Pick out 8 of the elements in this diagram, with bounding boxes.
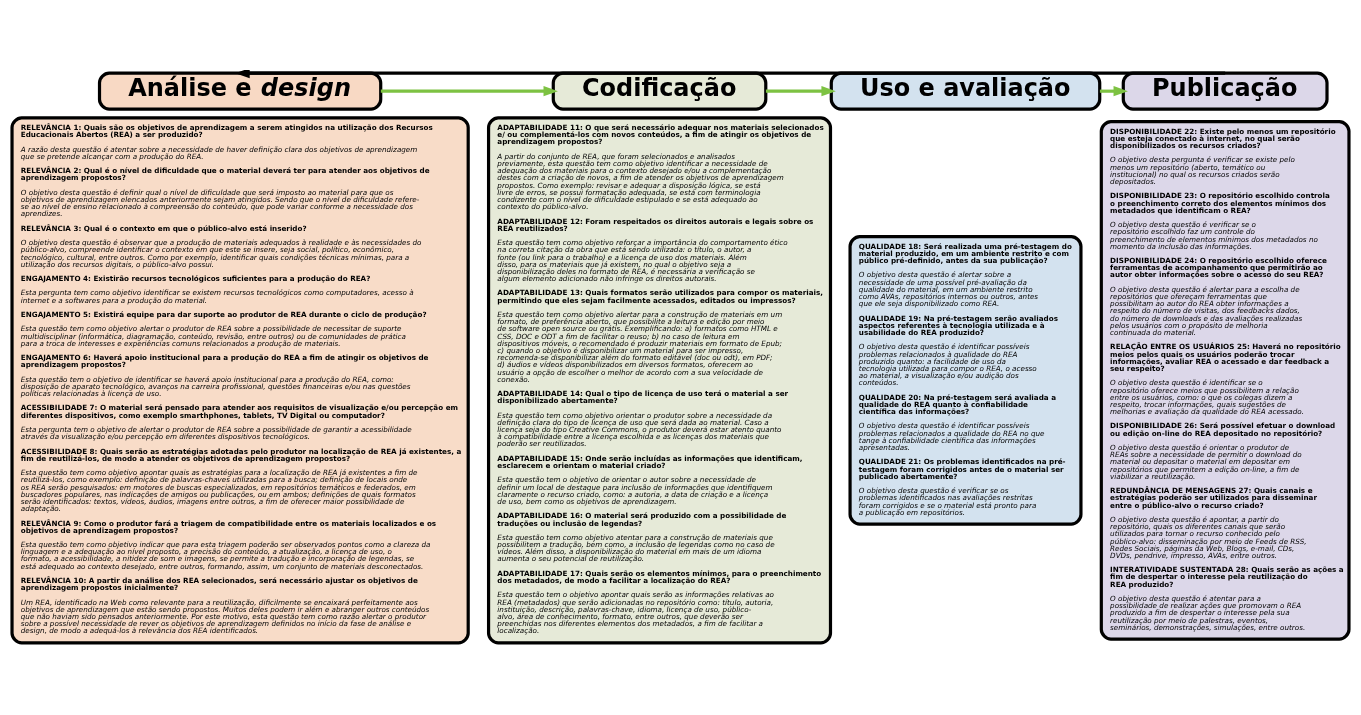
node-box: ADAPTABILIDADE 11: O que será necessário adequar nos materiais selecionados e/ ou complementá-los com novos conteúdos, a fim de atingir os objetivos de aprendizagem propostos? A partir do conjunto de REA, que foram selecionados e analisados previamente, esta questão tem como objetivo identificar a necessidade de adequação dos materiais para o contexto desejado e/ou a complementação destes com a criação de novos, a fim de atender os objetivos de aprendizagem propostos. Como exemplo: revisar e adequar a disposição lógica, se está livre de erros, se possui formatação adequada, se está com terminologia condizente com o nível de dificuldade estipulado e se está adequado ao contexto do público-alvo. ADAPTABILIDADE 12: Foram respeitados os direitos autorais e legais sobre os REA reutilizados? Esta questão tem como objetivo reforçar a importância do comportamento ético na correta citação da obra que está sendo utilizada: o título, o autor, a fonte (ou link para o trabalho) e a licença de uso dos materiais. Além disso, para os materiais que já existem, no qual o objetivo seja a disponibilização deles no formato de REA, é necessária a verificação se algum elemento adicionado não infringe os direitos autorais. ADAPTABILIDADE 13: Quais formatos serão utilizados para compor os materiais, permitindo que eles sejam facilmente acessados, editados ou impressos? Esta questão tem como objetivo alertar para a construção de materiais em um formato, de preferência aberto, que possibilite a leitura e edição por meio de software open source ou grátis. Exemplificando: a) formatos como HTML e CSS, DOC e ODT a fim de facilitar o reuso; b) no caso de leitura em dispositivos móveis, o recomendado é produzir materiais em formato de Epub; c) quando o objetivo é disponibilizar um material para ser impresso, recomenda-se disponibilizar além do formato editável (doc ou odt), em PDF; d) áudios e vídeos disponibilizados em diversos formatos, oferecem ao usuário a opção de escolher o melhor de acordo com a sua velocidade de conexão. ADAPTABILIDADE 14: Qual o tipo de licença de uso terá o material a ser disponibilizado abertamente? Esta questão tem como objetivo orientar o produtor sobre a necessidade da definição clara do tipo de licença de uso que será dada ao material. Caso a licença seja do tipo Creative Commons, o produtor deverá estar atento quanto à compatibilidade entre a licença escolhida e as licenças dos materiais que poderão ser reutilizados. ADAPTABILIDADE 15: Onde serão incluídas as informações que identificam, esclarecem e orientam o material criado? Esta questão tem o objetivo de orientar o autor sobre a necessidade de definir um local de destaque para inclusão de informações que identifiquem claramente o recurso criado, como: a autoria, a data de criação e a licença de uso, bem como os objetivos de aprendizagem. ADAPTABILIDADE 16: O material será produzido com a possibilidade de traduções ou inclusão de legendas? Esta questão tem como objetivo atentar para a construção de materiais que possibilitem a tradução, bem como, a inclusão de legendas como no caso de vídeos. Além disso, a disponibilização do material em mais de um idioma aumenta o seu potencial de reutilização. ADAPTABILIDADE 17: Quais serão os elementos mínimos, para o preenchimento dos metadados, de modo a facilitar a localização do REA? Esta questão tem o objetivo apontar quais serão as informações relativas ao REA (metadados) que serão adicionadas no repositório como: título, autoria, instituição, descrição, palavras-chave, idioma, licença de uso, público-alvo, área de conhecimento, formato, entre outros, que deverão ser preenchidas nos diferentes elementos dos metadados, a fim de facilitar a localização.: [486, 115, 833, 644]
arrow: [235, 69, 1226, 78]
node-box: DISPONIBILIDADE 22: Existe pelo menos um repositório que esteja conectado à internet, no qual serão disponibilizados os recursos criados? O objetivo desta pergunta é verificar se existe pelo menos um repositório (aberto, temático ou institucional) no qual os recursos criados serão depositados. DISPONIBILIDADE 23: O repositório escolhido controla o preenchimento correto dos elementos mínimos dos metadados que identificam o REA? O objetivo desta questão é verificar se o repositório escolhido faz um controle do preenchimento de elementos mínimos dos metadados no momento da inclusão das informações. DISPONIBILIDADE 24: O repositório escolhido oferece ferramentas de acompanhamento que permitirão ao autor obter informações sobre o acesso do seu REA? O objetivo desta questão é alertar para a escolha de repositórios que ofereçam ferramentas que possibilitam ao autor do REA obter informações a respeito do número de visitas, dos feedbacks dados, do número de downloads e das avaliações realizadas pelos usuários com o propósito de melhoria continuada do material. RELAÇÃO ENTRE OS USUÁRIOS 25: Haverá no repositório meios pelos quais os usuários poderão trocar informações, avaliar REA o acessado e dar feedback a seu respeito? O objetivo desta questão é identificar se o repositório oferece meios que possibilitem a relação entre os usuários, como: o que os colegas dizem a respeito, trocar informações, quais sugestões de melhorias e avaliação da qualidade do REA acessado. DISPONIBILIDADE 26: Será possível efetuar o download ou edição on-line do REA depositado no repositório? O objetivo desta questão é orientar o produtor de REAs sobre a necessidade de permitir o download do material ou depositar o material em depositar em repositórios que permitem a edição on-line, a fim de viabilizar a reutilização. REDUNDÂNCIA DE MENSAGENS 27: Quais canais e estratégias poderão ser utilizados para disseminar entre o público-alvo o recurso criado? O objetivo desta questão é apontar, a partir do repositório, quais os diferentes canais que serão utilizados para tornar o recurso conhecido pelo público-alvo: disseminação por meio de Feeds de RSS, Redes Sociais, páginas da Web, Blogs, e-mail, CDs, DVDs, pendrive, impresso, AVAs, entre outros. INTERATIVIDADE SUSTENTADA 28: Quais serão as ações a fim de despertar o interesse pela reutilização do REA produzido? O objetivo desta questão é atentar para a possibilidade de realizar ações que promovam o REA produzido a fim de despertar o interesse pela sua reutilização por meio de palestras, eventos, seminários, demonstrações, simulações, entre outros.: [1099, 119, 1351, 641]
arrow: [380, 85, 558, 96]
node-box: Publicação: [1121, 71, 1329, 111]
node-box: QUALIDADE 18: Será realizada uma pré-testagem do material produzido, em um ambiente restrito e com público pré-definido, antes da sua publicação? O objetivo desta questão é alertar sobre a necessidade de uma possível pré-avaliação da qualidade do material, em um ambiente restrito como AVAs, repositórios internos ou outros, antes que ele seja disponibilizado como REA. QUALIDADE 19: Na pré-testagem serão avaliados aspectos referentes à tecnologia utilizada e à usabilidade do REA produzido? O objetivo desta questão é identificar possíveis problemas relacionados à qualidade do REA produzido quanto: a facilidade de uso da tecnologia utilizada para compor o REA, o acesso ao material, a visualização e/ou audição dos conteúdos. QUALIDADE 20: Na pré-testagem será avaliada a qualidade do REA quanto à confiabilidade científica das informações? O objetivo desta questão é identificar possíveis problemas relacionados a qualidade do REA no que tange à confiabilidade científica das informações apresentadas. QUALIDADE 21: Os problemas identificados na pré-testagem foram corrigidos antes de o material ser publicado abertamente? O objetivo desta questão é verificar se os problemas identificados nas avaliações restritas foram corrigidos e se o material está pronto para a publicação em repositórios.: [848, 234, 1083, 526]
arrow: [765, 85, 836, 96]
node-box: RELEVÂNCIA 1: Quais são os objetivos de aprendizagem a serem atingidos na utilização dos Recursos Educacionais Abertos (REA) a ser produzido? A razão desta questão é atentar sobre a necessidade de haver definição clara dos objetivos de aprendizagem que se pretende alcançar com a produção do REA. RELEVÂNCIA 2: Qual é o nível de dificuldade que o material deverá ter para atender aos objetivos de aprendizagem propostos? O objetivo desta questão é definir qual o nível de dificuldade que será imposto ao material para que os objetivos de aprendizagem elencados anteriormente sejam atingidos. Sendo que o nível de dificuldade refere-se ao nível de ensino relacionado à compreensão do conteúdo, que pode variar conforme a necessidade dos aprendizes. RELEVÂNCIA 3: Qual é o contexto em que o público-alvo está inserido? O objetivo desta questão é observar que a produção de materiais adequados à realidade e às necessidades do público-alvo, compreende identificar o contexto em que este se insere, seja social, político, econômico, tecnológico, cultural, entre outros. Como por exemplo, identificar quais condições técnicas mínimas, para a utilização dos recursos digitais, o público-alvo possui. ENGAJAMENTO 4: Existirão recursos tecnológicos suficientes para a produção do REA? Esta pergunta tem como objetivo identificar se existem recursos tecnológicos como computadores, acesso à internet e a softwares para a produção do material. ENGAJAMENTO 5: Existirá equipe para dar suporte ao produtor de REA durante o ciclo de produção? Esta questão tem como objetivo alertar o produtor de REA sobre a possibilidade de necessitar de suporte multidisciplinar (informática, diagramação, conteúdo, revisão, entre outros) ou de comunidades de prática para a troca de interesses e experiências comuns relacionados a produção de materiais. ENGAJAMENTO 6: Haverá apoio institucional para a produção do REA a fim de atingir os objetivos de aprendizagem propostos? Esta questão tem o objetivo de identificar se haverá apoio institucional para a produção do REA, como: disposição de aparato tecnológico, avanços na carreira profissional, questões financeiras e/ou nas questões políticas relacionadas à licença de uso. ACESSIBILIDADE 7: O material será pensado para atender aos requisitos de visualização e/ou percepção em diferentes dispositivos, como exemplo smarthphones, tablets, TV Digital ou computador? Esta pergunta tem o objetivo de alertar o produtor de REA sobre a possibilidade de garantir a acessibilidade através da visualização e/ou percepção em diferentes dispositivos tecnológicos. ACESSIBILIDADE 8: Quais serão as estratégias adotadas pelo produtor na localização de REA já existentes, a fim de reutilizá-los, de modo a atender os objetivos de aprendizagem propostos? Esta questão tem como objetivo apontar quais as estratégias para a localização de REA já existentes a fim de reutilizá-los, como exemplo: definição de palavras-chaves utilizadas para a busca; definição de locais onde os REA serão pesquisados: em motores de buscas especializados, em repositórios temáticos e federados, em buscadores populares, nas indicações de amigos ou publicações, ou em ambos; definições de quais formatos serão identificados: textos, vídeos, áudios, imagens entre outros, a fim de oferecer maior possibilidade de adaptação. RELEVÂNCIA 9: Como o produtor fará a triagem de compatibilidade entre os materiais localizados e os objetivos de aprendizagem propostos? Esta questão tem como objetivo indicar que para esta triagem poderão ser observados pontos como a clareza da linguagem e a adequação ao nível proposto, a precisão do conteúdo, a atualização, a licença de uso, o formato, a acessibilidade, a nitidez de som e imagens, se permite a tradução e incorporação de legendas, se está adequado ao contexto desejado, entre outros, formando, assim, um conjunto de materiais desconectados. RELEVÂNCIA 10: A partir da análise dos REA selecionados, será necessário ajustar os objetivos de aprendizagem propostos inicialmente? Um REA, identificado na Web como relevante para a reutilização, dificilmente se encaixará perfeitamente aos objetivos de aprendizagem que estão sendo propostos. Muitos deles podem ir além e abranger outros conteúdos que não haviam sido pensados anteriormente. Por este motivo, esta questão tem como razão alertar o produtor sobre a possível necessidade de rever os objetivos de aprendizagem definidos no início da fase de análise e design, de modo a adequá-los à relevância dos REA identificados.: [10, 115, 470, 644]
